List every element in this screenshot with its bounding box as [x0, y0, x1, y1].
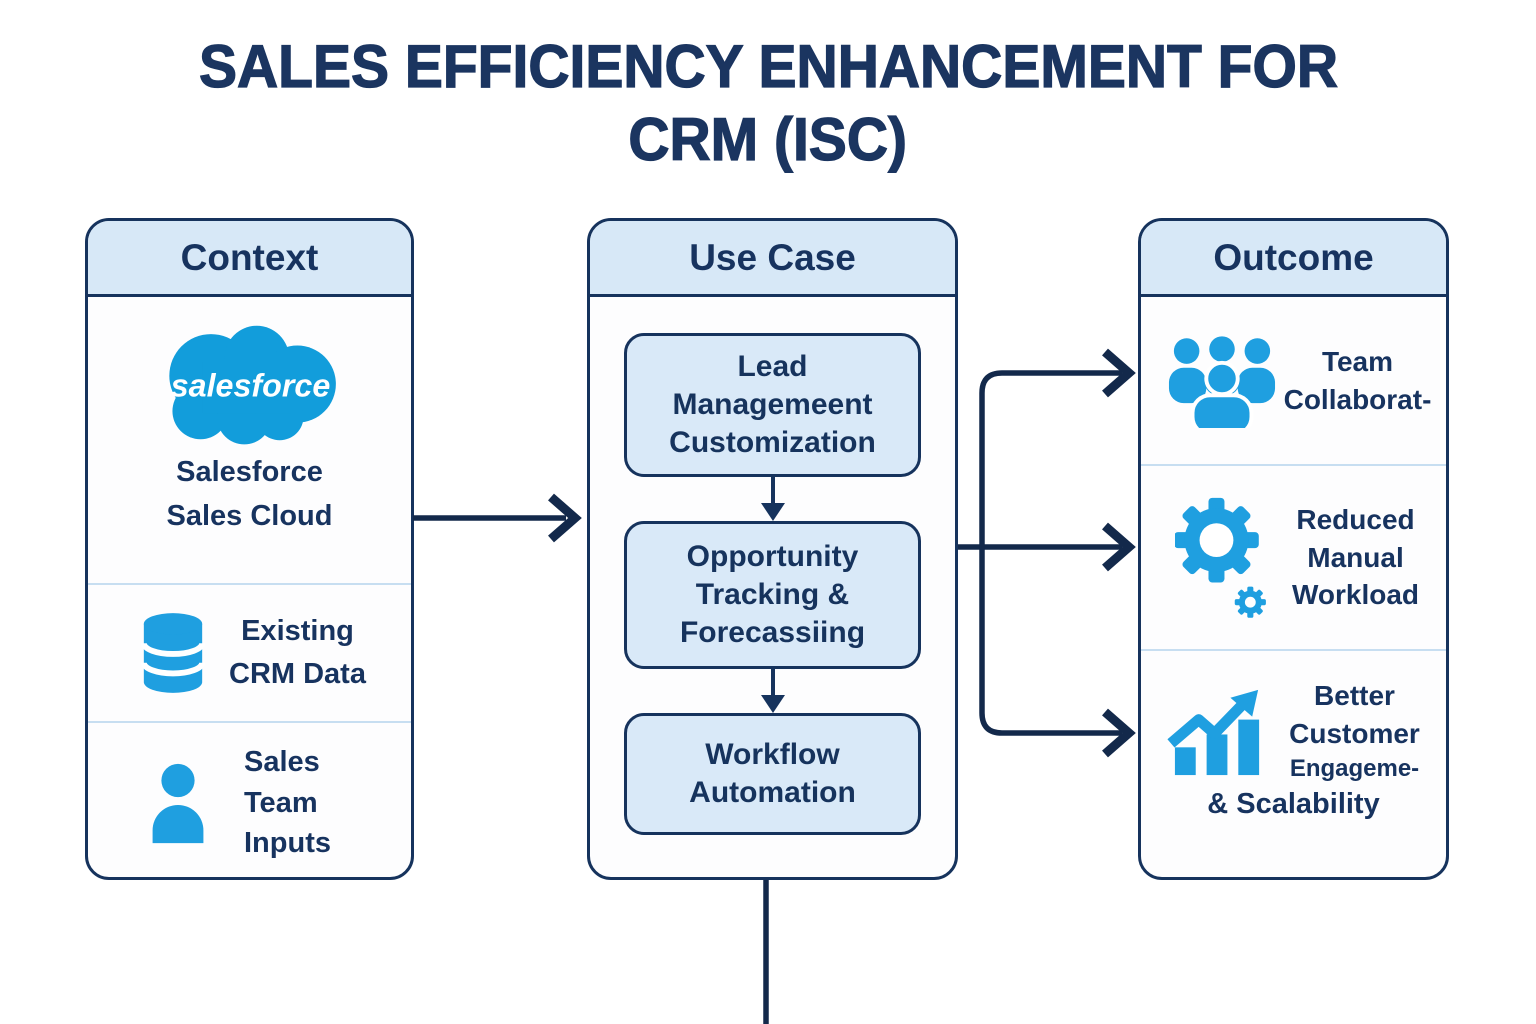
context-column: Context salesforce Salesforce Sales Clou…: [85, 218, 414, 880]
salesforce-cloud-icon: salesforce: [168, 325, 336, 445]
outcome-item-team-collaboration: Team Collaborat-: [1141, 297, 1446, 464]
down-arrow-icon: [760, 669, 785, 713]
salesforce-logo-text: salesforce: [170, 368, 330, 404]
outcome-item-label: Team Collaborat-: [1283, 345, 1432, 415]
page-title: SALES EFFICIENCY ENHANCEMENT FOR CRM (IS…: [0, 30, 1536, 176]
outcome-item-label-tail: & Scalability: [1207, 787, 1380, 820]
use-case-box-workflow-automation: Workflow Automation: [624, 713, 921, 835]
team-icon: [1168, 335, 1276, 428]
context-item-label: Salesforce Sales Cloud: [166, 456, 333, 532]
use-case-box-label: Workflow Automation: [689, 737, 856, 809]
outcome-column: Outcome Team Collaborat-: [1138, 218, 1449, 880]
context-item-label: Sales Team Inputs: [244, 746, 331, 860]
gears-icon: [1175, 497, 1266, 618]
use-case-box-label: Lead Managemeent Customization: [669, 349, 876, 460]
context-item-salesforce: salesforce Salesforce Sales Cloud: [88, 297, 411, 583]
outcome-item-label-sub: Engageme-: [1289, 754, 1420, 782]
outcome-item-label: Better Customer: [1289, 680, 1420, 749]
context-item-crm-data: Existing CRM Data: [88, 583, 411, 721]
title-line-2: CRM (ISC): [628, 106, 908, 174]
outcome-item-label: Reduced Manual Workload: [1291, 503, 1420, 611]
outcome-header: Outcome: [1141, 221, 1446, 297]
use-case-box-opportunity-tracking: Opportunity Tracking & Forecassiing: [624, 521, 921, 669]
context-to-usecase-arrow: [413, 493, 582, 543]
context-item-sales-team: Sales Team Inputs: [88, 721, 411, 877]
context-item-label: Existing CRM Data: [229, 614, 366, 691]
use-case-box-lead-management: Lead Managemeent Customization: [624, 333, 921, 477]
person-icon: [152, 763, 204, 844]
title-line-1: SALES EFFICIENCY ENHANCEMENT FOR: [198, 32, 1338, 100]
use-case-header: Use Case: [590, 221, 955, 297]
database-icon: [140, 613, 206, 693]
context-header: Context: [88, 221, 411, 297]
outcome-item-customer-engagement: Better Customer Engageme- & Scalability: [1141, 649, 1446, 877]
outcome-item-reduced-workload: Reduced Manual Workload: [1141, 464, 1446, 649]
down-arrow-icon: [760, 477, 785, 521]
growth-chart-icon: [1167, 690, 1260, 776]
use-case-box-label: Opportunity Tracking & Forecassiing: [679, 539, 866, 650]
use-case-column: Use Case Lead Managemeent Customization …: [587, 218, 958, 880]
usecase-to-outcome-arrows: [958, 348, 1136, 758]
